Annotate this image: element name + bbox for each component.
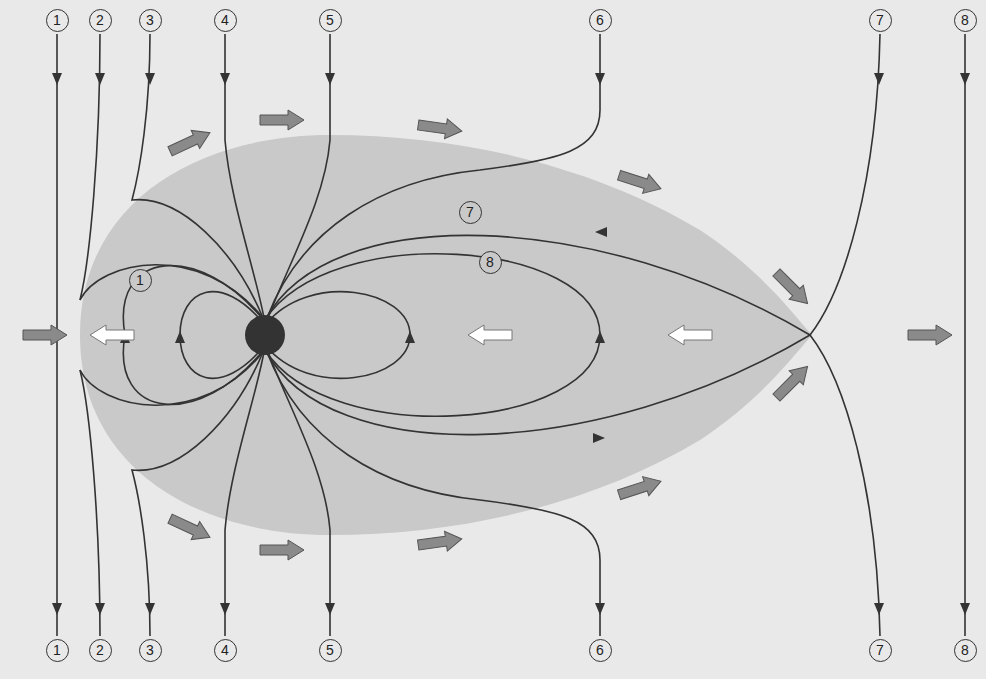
callout-number: 1 (129, 269, 152, 292)
plasma-flow-arrows (90, 325, 712, 345)
callout-number: 8 (954, 639, 977, 662)
callout-number: 7 (459, 201, 482, 224)
callout-number: 7 (869, 639, 892, 662)
solar-wind-arrows (23, 110, 952, 560)
earth (245, 315, 285, 355)
callout-number: 4 (214, 639, 237, 662)
callout-number: 6 (589, 9, 612, 32)
callout-number: 2 (89, 639, 112, 662)
callout-number: 1 (46, 639, 69, 662)
callout-number: 4 (214, 9, 237, 32)
callout-number: 3 (139, 9, 162, 32)
callout-number: 5 (319, 9, 342, 32)
field-lines (57, 34, 965, 335)
callout-number: 2 (89, 9, 112, 32)
callout-number: 5 (319, 639, 342, 662)
callout-number: 8 (479, 251, 502, 274)
field-arrowheads (52, 73, 970, 615)
callout-number: 1 (46, 9, 69, 32)
callout-number: 7 (869, 9, 892, 32)
callout-number: 8 (954, 9, 977, 32)
magnetosphere-region (80, 135, 812, 535)
callout-number: 3 (139, 639, 162, 662)
callout-number: 6 (589, 639, 612, 662)
